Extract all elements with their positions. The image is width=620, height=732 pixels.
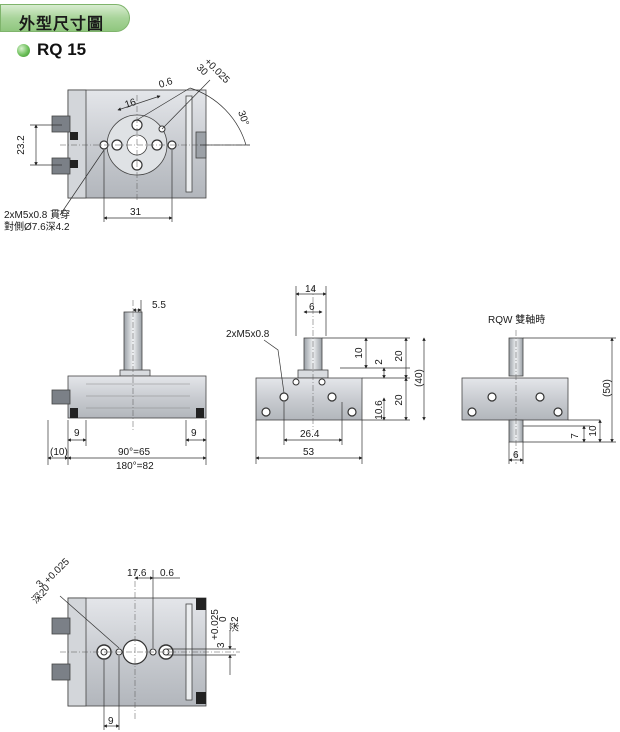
fitting-icon <box>51 663 71 681</box>
port-label: 2xM5x0.8 <box>226 329 270 340</box>
dim-90: 90°=65 <box>118 447 151 458</box>
dim-9-right: 9 <box>191 428 197 439</box>
dim-2: 2 <box>374 359 385 365</box>
dim-9-left: 9 <box>74 428 80 439</box>
dim-50: (50) <box>602 379 613 397</box>
port-icon <box>279 392 289 402</box>
dim-0-6: 0.6 <box>158 76 175 91</box>
fitting-icon <box>51 115 71 133</box>
section-tab: 外型尺寸圖 <box>0 4 130 33</box>
dim-53: 53 <box>303 447 315 458</box>
dim-10-6: 10.6 <box>374 400 385 420</box>
bullet-icon <box>17 44 30 57</box>
fitting-icon <box>51 389 71 405</box>
top-end-cap-right <box>185 95 193 193</box>
section-title: 外型尺寸圖 <box>19 14 105 33</box>
side-body <box>255 377 363 421</box>
dim-16: 16 <box>124 97 138 111</box>
top-end-cap-left <box>67 89 87 199</box>
note-counterbore: 對側Ø7.6深4.2 <box>4 220 70 233</box>
output-shaft <box>123 311 143 375</box>
fitting-nut-icon <box>196 598 206 610</box>
model-name: RQ 15 <box>37 40 87 59</box>
fitting-nut-icon <box>196 408 204 418</box>
dim-17-6: 17.6 <box>127 568 147 579</box>
fitting-icon <box>51 157 71 175</box>
dim-31: 31 <box>130 207 142 218</box>
dim-14: 14 <box>305 284 317 295</box>
fitting-icon <box>51 617 71 635</box>
depth-right: 深2 <box>229 616 241 632</box>
dim-10-rqw: 10 <box>588 425 599 437</box>
tol-left-upper: +0.025 <box>42 556 72 586</box>
dim-180: 180°=82 <box>116 461 154 472</box>
dim-7: 7 <box>570 433 581 439</box>
bottom-view <box>51 570 240 730</box>
dim-26-4: 26.4 <box>300 429 320 440</box>
dim-6: 6 <box>309 302 315 313</box>
dim-20-top: 20 <box>394 350 405 362</box>
dim-23-2: 23.2 <box>16 135 27 155</box>
dim-5-5: 5.5 <box>152 300 166 311</box>
dim-3-right: 3 <box>216 642 227 648</box>
dim-20-bottom: 20 <box>394 394 405 406</box>
side-view <box>255 286 426 464</box>
fitting-nut-icon <box>70 160 78 168</box>
top-view <box>30 79 250 222</box>
fitting-nut-icon <box>196 692 206 704</box>
note-thread: 2xM5x0.8 貫穿 <box>4 208 70 221</box>
dim-10-side: 10 <box>354 347 365 359</box>
rqw-view <box>461 330 616 464</box>
dim-10: (10) <box>50 447 68 458</box>
dim-6-rqw: 6 <box>513 450 519 461</box>
fitting-nut-icon <box>70 408 78 418</box>
tol-right-lower: 0 <box>218 616 229 622</box>
tol-right-upper: +0.025 <box>210 609 221 640</box>
front-view <box>47 300 207 465</box>
dim-40: (40) <box>414 369 425 387</box>
port-icon <box>327 392 337 402</box>
dim-0-6-bottom: 0.6 <box>160 568 174 579</box>
shaft-flange <box>119 369 151 377</box>
dim-9-bottom: 9 <box>108 716 114 727</box>
rqw-body <box>461 377 569 421</box>
angle-30: 30° <box>235 109 251 127</box>
front-body <box>67 375 207 419</box>
rqw-title: RQW 雙軸時 <box>488 313 545 326</box>
fitting-nut-icon <box>70 132 78 140</box>
